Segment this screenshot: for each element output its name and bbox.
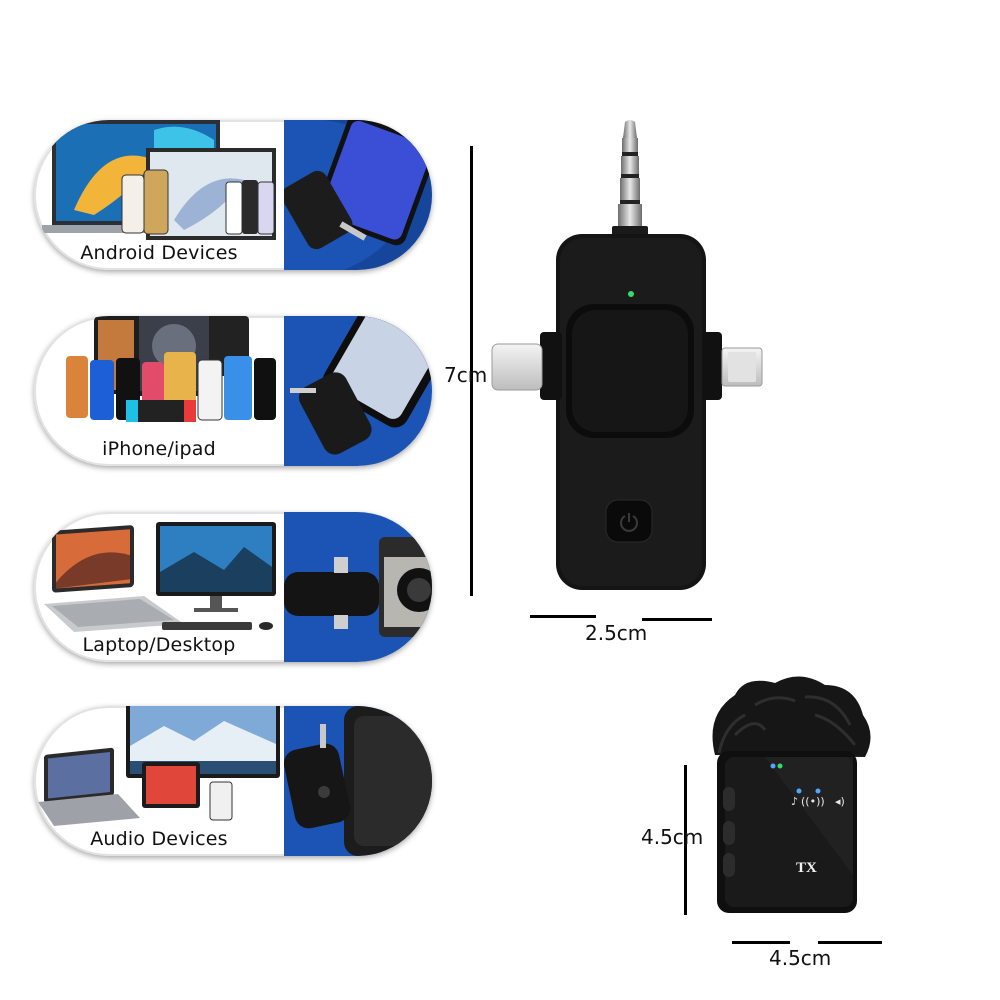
audio-devices-illustration [38,706,280,826]
blue-panel [284,706,432,856]
receiver-height-label: 7cm [444,363,488,387]
width-dimension-line-right [642,618,712,621]
laptop-desktop-illustration [44,522,276,632]
height-dimension-line [470,146,473,596]
broadcast-icon: ((•)) [801,795,825,808]
width-dimension-line-left [530,615,596,618]
blue-panel [284,120,432,270]
tx-height-dimension-line [684,765,687,915]
transmitter-illustration [712,676,871,913]
status-led [628,291,634,297]
music-note-icon: ♪ [791,795,799,808]
card-android: Android Devices [34,120,432,270]
speaker-with-adapter-illustration [284,706,432,856]
phone-with-adapter-illustration [284,120,432,270]
blue-panel [284,512,432,662]
card-label: Audio Devices [90,828,228,850]
tx-height-label: 4.5cm [641,825,704,849]
receiver-illustration [491,120,763,590]
tx-width-label: 4.5cm [769,946,832,970]
speaker-icon: ◂) [835,795,845,808]
transmitter-device: ♪ ((•)) ◂) TX [705,675,875,920]
card-laptop: Laptop/Desktop [34,512,432,662]
tx-width-dimension-line-right [818,941,882,944]
receiver-width-label: 2.5cm [585,621,648,645]
card-iphone: iPhone/ipad [34,316,432,466]
tx-width-dimension-line-left [732,941,790,944]
blue-panel [284,316,432,466]
card-label: iPhone/ipad [102,438,216,460]
iphone-ipad-illustration [66,316,276,422]
card-label: Android Devices [80,242,238,264]
android-devices-illustration [42,120,276,240]
receiver-device [488,118,768,598]
iphone-with-adapter-illustration [290,316,432,455]
card-label: Laptop/Desktop [82,634,236,656]
power-icon [620,513,638,532]
camera-with-adapter-illustration [284,537,432,637]
tx-badge: TX [796,860,817,876]
card-audio: Audio Devices [34,706,432,856]
